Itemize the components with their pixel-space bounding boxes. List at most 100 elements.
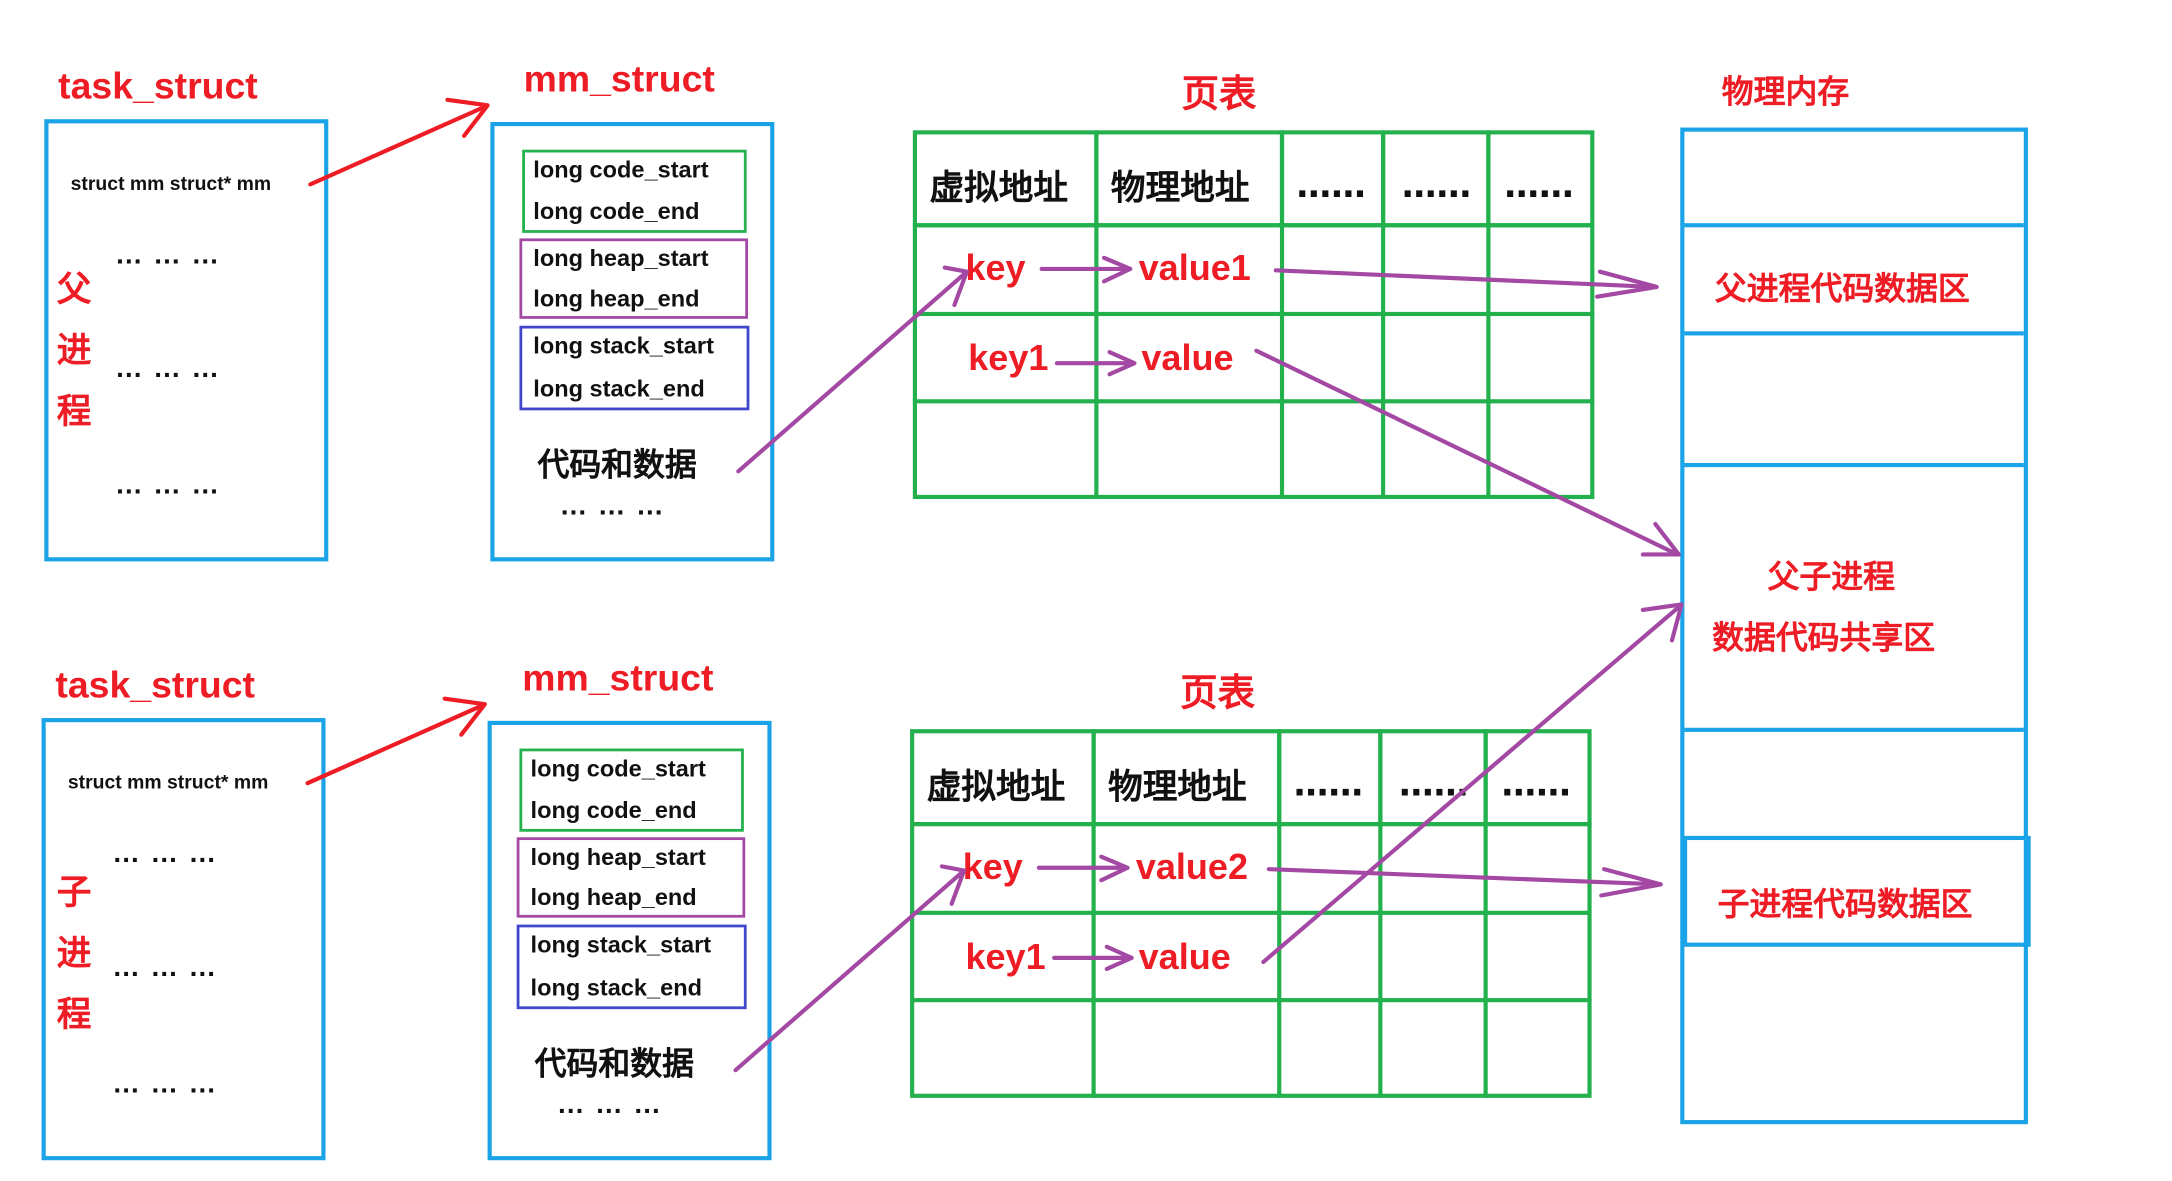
parent-header-cell-5: …… bbox=[1486, 130, 1595, 228]
parent-value1-to-region-arrowhead bbox=[1595, 269, 1659, 299]
parent-row1-value: value1 bbox=[1138, 246, 1251, 289]
child-field-stack-start: long stack_start bbox=[530, 931, 712, 958]
child-table-body bbox=[910, 822, 1592, 1098]
parent-code-data-region: 父进程代码数据区 bbox=[1714, 271, 1970, 308]
parent-key-to-value1-arrowhead bbox=[1101, 255, 1133, 284]
parent-mm-pointer-arrow bbox=[308, 104, 487, 187]
parent-field-stack-start: long stack_start bbox=[533, 332, 714, 360]
child-mm-struct-label: mm_struct bbox=[522, 657, 714, 699]
parent-field-code-end: long code_end bbox=[533, 198, 700, 225]
child-stack-fields: long stack_start long stack_end bbox=[516, 924, 747, 1010]
parent-process-char-1: 父 bbox=[56, 268, 92, 310]
child-mm-pointer-arrow bbox=[305, 703, 485, 786]
child-value2-to-region-arrowhead bbox=[1599, 867, 1663, 898]
parent-header-dots-1: …… bbox=[1296, 164, 1366, 206]
child-region-frame bbox=[1683, 835, 2031, 947]
child-page-table-title: 页表 bbox=[1180, 672, 1255, 716]
parent-process-char-3: 程 bbox=[56, 390, 92, 432]
child-field-code-start: long code_start bbox=[530, 755, 706, 782]
child-value-to-shared-arrowhead bbox=[1640, 602, 1684, 643]
child-code-fields: long code_start long code_end bbox=[519, 748, 744, 832]
parent-task-struct-label: task_struct bbox=[58, 65, 258, 107]
child-row2-key: key1 bbox=[965, 935, 1046, 978]
shared-region-line1: 父子进程 bbox=[1767, 560, 1895, 597]
child-row-divider-1 bbox=[910, 910, 1592, 915]
shared-region-line2: 数据代码共享区 bbox=[1712, 621, 1936, 658]
mem-divider-2 bbox=[1684, 331, 2024, 336]
parent-table-body bbox=[912, 223, 1595, 500]
child-heap-fields: long heap_start long heap_end bbox=[516, 837, 746, 918]
child-field-heap-end: long heap_end bbox=[530, 884, 697, 911]
child-task-dots-1: … … … bbox=[112, 838, 218, 870]
parent-mm-pointer: struct mm struct* mm bbox=[70, 171, 272, 195]
parent-code-to-key-arrow bbox=[736, 269, 969, 474]
parent-process-char-2: 进 bbox=[56, 329, 92, 371]
parent-code-to-key-arrowhead bbox=[942, 265, 969, 308]
child-field-code-end: long code_end bbox=[530, 797, 697, 824]
child-process-char-2: 进 bbox=[56, 932, 92, 974]
child-code-to-key-arrowhead bbox=[939, 864, 967, 906]
parent-field-stack-end: long stack_end bbox=[533, 375, 705, 402]
child-mm-struct-box: long code_start long code_end long heap_… bbox=[487, 720, 772, 1161]
parent-code-data-label: 代码和数据 bbox=[537, 447, 697, 484]
mem-divider-4 bbox=[1684, 727, 2024, 732]
parent-header-virtual-address: 虚拟地址 bbox=[929, 167, 1069, 208]
parent-field-code-start: long code_start bbox=[533, 156, 709, 183]
parent-code-fields: long code_start long code_end bbox=[522, 149, 747, 233]
child-col-divider-2 bbox=[1277, 822, 1282, 1098]
child-row-divider-2 bbox=[910, 998, 1592, 1003]
parent-heap-fields: long heap_start long heap_end bbox=[519, 238, 749, 319]
physical-memory-box: 父进程代码数据区 父子进程 数据代码共享区 子进程代码数据区 bbox=[1680, 127, 2028, 1125]
child-process-char-1: 子 bbox=[56, 871, 92, 913]
parent-row2-key: key1 bbox=[968, 336, 1049, 379]
child-mm-pointer-arrowhead bbox=[442, 696, 487, 737]
parent-stack-fields: long stack_start long stack_end bbox=[519, 325, 750, 411]
parent-row1-key: key bbox=[965, 246, 1026, 289]
child-task-struct-box: struct mm struct* mm 子 进 程 … … … … … … …… bbox=[41, 718, 326, 1161]
parent-value-to-shared-arrowhead bbox=[1640, 521, 1681, 557]
parent-mm-dots: … … … bbox=[559, 490, 666, 522]
parent-mm-struct-label: mm_struct bbox=[523, 58, 715, 100]
parent-value1-to-region-arrow bbox=[1273, 268, 1658, 290]
parent-row2-value: value bbox=[1141, 336, 1234, 379]
mem-divider-3 bbox=[1684, 462, 2024, 468]
child-key-to-value2-arrowhead bbox=[1099, 854, 1130, 883]
parent-header-physical-address: 物理地址 bbox=[1110, 167, 1250, 208]
parent-value-to-shared-arrow bbox=[1254, 348, 1680, 557]
child-value2-to-region-arrow bbox=[1266, 867, 1662, 887]
child-task-dots-2: … … … bbox=[112, 952, 218, 983]
child-code-data-label: 代码和数据 bbox=[534, 1046, 694, 1083]
mem-divider-1 bbox=[1684, 223, 2024, 228]
parent-field-heap-start: long heap_start bbox=[533, 245, 709, 272]
child-code-data-region: 子进程代码数据区 bbox=[1717, 887, 1973, 924]
parent-task-dots-1: … … … bbox=[114, 239, 221, 271]
child-row1-key: key bbox=[962, 845, 1023, 888]
parent-header-dots-2: …… bbox=[1401, 164, 1472, 206]
child-field-heap-start: long heap_start bbox=[530, 844, 706, 871]
child-page-table: 虚拟地址 物理地址 …… …… …… key value2 key1 value bbox=[910, 729, 1592, 1098]
child-header-virtual-address: 虚拟地址 bbox=[926, 766, 1066, 807]
child-process-char-3: 程 bbox=[56, 993, 92, 1035]
parent-task-dots-3: … … … bbox=[114, 469, 221, 501]
parent-mm-pointer-arrowhead bbox=[445, 97, 490, 138]
child-row1-value: value2 bbox=[1135, 845, 1249, 888]
parent-row-divider-2 bbox=[912, 399, 1595, 404]
parent-field-heap-end: long heap_end bbox=[533, 285, 700, 312]
parent-task-struct-box: struct mm struct* mm 父 进 程 … … … … … … …… bbox=[44, 119, 329, 562]
child-value-to-shared-arrow bbox=[1261, 603, 1683, 965]
parent-col-divider-4 bbox=[1486, 223, 1491, 500]
child-header-dots-3: …… bbox=[1501, 763, 1571, 804]
child-mm-dots: … … … bbox=[556, 1089, 663, 1121]
parent-task-dots-2: … … … bbox=[114, 353, 221, 384]
child-task-struct-label: task_struct bbox=[55, 663, 255, 706]
child-col-divider-3 bbox=[1378, 822, 1383, 1098]
child-code-to-key-arrow bbox=[733, 868, 967, 1073]
child-header-dots-1: …… bbox=[1293, 763, 1364, 804]
parent-col-divider-3 bbox=[1381, 223, 1386, 500]
parent-page-table-title: 页表 bbox=[1181, 73, 1257, 117]
child-task-dots-3: … … … bbox=[112, 1068, 218, 1100]
parent-row-divider-1 bbox=[912, 311, 1595, 317]
parent-header-dots-3: …… bbox=[1504, 164, 1574, 206]
